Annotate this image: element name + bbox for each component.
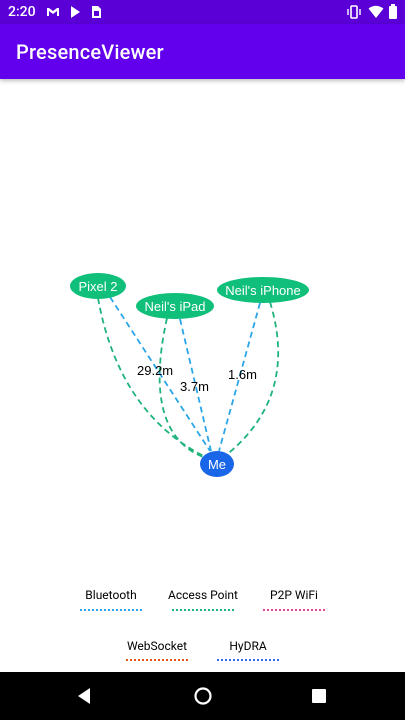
play-store-icon xyxy=(71,6,80,18)
legend-line-websocket xyxy=(126,659,188,661)
edge-bt-ipad xyxy=(179,318,212,452)
node-me[interactable]: Me xyxy=(200,451,234,477)
node-label-pixel2: Pixel 2 xyxy=(78,279,117,294)
app-bar: PresenceViewer xyxy=(0,24,405,79)
node-ipad[interactable]: Neil's iPad xyxy=(136,293,214,319)
app-title: PresenceViewer xyxy=(16,40,164,64)
edge-label-pixel2: 29.2m xyxy=(137,363,173,378)
legend-label-bluetooth: Bluetooth xyxy=(85,588,137,602)
gmail-icon xyxy=(47,8,59,16)
edge-ap-iphone xyxy=(219,301,280,461)
recents-icon[interactable] xyxy=(311,688,327,704)
wifi-icon xyxy=(368,5,384,18)
edge-ap-pixel2 xyxy=(97,297,217,463)
access-point-edges xyxy=(97,297,280,463)
sim-card-icon xyxy=(92,6,101,18)
node-pixel2[interactable]: Pixel 2 xyxy=(70,273,126,299)
legend-label-websocket: WebSocket xyxy=(126,639,188,653)
legend-label-access-point: Access Point xyxy=(168,588,238,602)
navigation-bar xyxy=(0,672,405,720)
bluetooth-edges xyxy=(109,296,261,452)
presence-graph: 29.2m 3.7m 1.6m Pixel 2 Neil's iPad Neil… xyxy=(70,273,309,477)
node-iphone[interactable]: Neil's iPhone xyxy=(217,277,309,303)
edge-label-ipad: 3.7m xyxy=(180,379,209,394)
edge-bt-pixel2 xyxy=(109,296,211,452)
status-bar: 2:20 xyxy=(0,0,405,24)
home-icon[interactable] xyxy=(193,686,213,706)
edge-label-iphone: 1.6m xyxy=(228,367,257,382)
legend-line-hydra xyxy=(217,659,279,661)
battery-icon xyxy=(389,4,397,19)
node-label-me: Me xyxy=(208,457,226,472)
vibrate-icon xyxy=(347,5,361,19)
back-icon[interactable] xyxy=(76,687,92,705)
legend-label-p2p-wifi: P2P WiFi xyxy=(270,588,318,602)
legend-label-hydra: HyDRA xyxy=(229,639,267,653)
legend-line-access-point xyxy=(172,609,234,611)
status-time: 2:20 xyxy=(8,4,36,20)
node-label-ipad: Neil's iPad xyxy=(144,299,205,314)
legend-line-bluetooth xyxy=(80,609,142,611)
node-label-iphone: Neil's iPhone xyxy=(225,283,300,298)
legend-line-p2p-wifi xyxy=(263,609,325,611)
edge-bt-iphone xyxy=(218,302,261,452)
